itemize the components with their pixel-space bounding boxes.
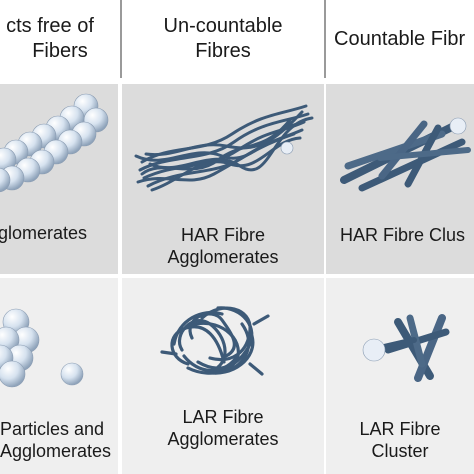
cell-lar-fibre-agglomerates: LAR Fibre Agglomerates [122,278,324,474]
caption-line: LAR Fibre [359,419,441,439]
caption-line: Particles and [0,419,105,439]
particles-image [0,308,84,388]
caption-line: LAR Fibre [182,407,264,427]
cell-lar-fibre-cluster: LAR Fibre Cluster [326,278,474,474]
lar-fibre-cluster-image [362,314,450,382]
header-countable-fibres: Countable Fibr [326,0,474,78]
header-line: Countable Fibr [334,27,466,50]
caption: HAR Fibre Clus [340,224,474,246]
caption: gglomerates [0,222,118,244]
cell-particles-and-agglomerates: Particles and Agglomerates [0,278,118,474]
caption-line: Agglomerates [167,247,279,267]
lar-fibre-agglomerate-image [160,306,270,376]
header-line: Un-countable [163,15,283,37]
cell-har-fibre-cluster: HAR Fibre Clus [326,84,474,274]
cell-har-fibre-agglomerates: HAR Fibre Agglomerates [122,84,324,274]
header-line: cts free of [6,15,94,37]
caption: LAR Fibre Agglomerates [122,406,324,450]
caption-line: Agglomerates [167,429,279,449]
caption: Particles and Agglomerates [0,418,118,462]
header-line: Fibres [195,40,251,62]
header-divider [324,0,326,78]
header-line: Fibers [32,40,88,62]
caption-line: Agglomerates [0,441,112,461]
har-fibre-cluster-image [340,117,471,192]
caption: LAR Fibre Cluster [326,418,474,462]
caption-line: Cluster [371,441,429,461]
cell-agglomerates: gglomerates [0,84,118,274]
caption-line: gglomerates [0,223,88,243]
caption-line: HAR Fibre Clus [340,225,466,245]
header-particles-free-of-fibers: cts free of Fibers [0,0,120,78]
caption-line: HAR Fibre [180,225,265,245]
header-divider [120,0,122,78]
caption: HAR Fibre Agglomerates [122,224,324,268]
header-uncountable-fibres: Un-countable Fibres [122,0,324,78]
har-fibre-agglomerate-image [134,104,314,192]
particle-agglomerate-image [0,93,109,193]
